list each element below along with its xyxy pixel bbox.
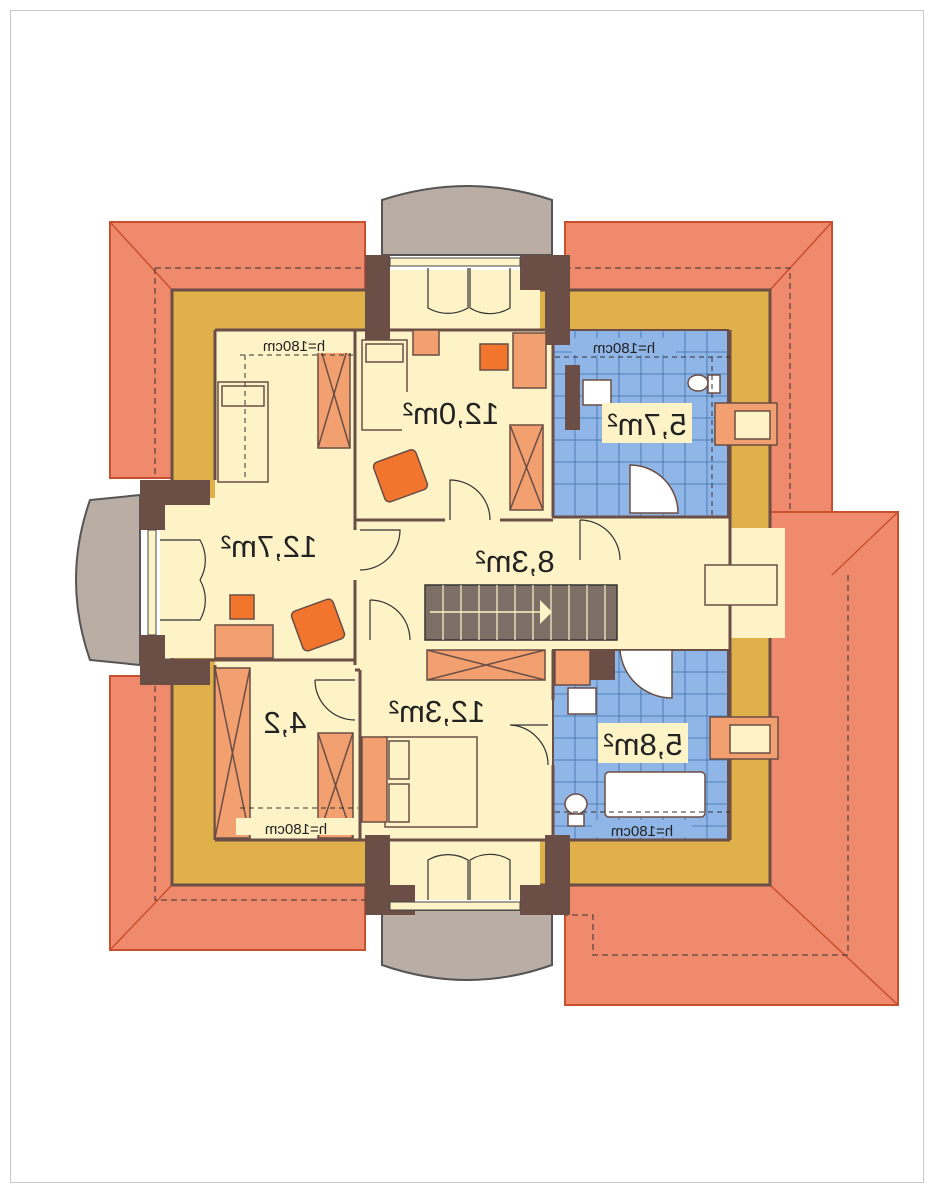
- height-marks: h=180cm h=180cm h=180cm h=180cm: [236, 336, 692, 840]
- height-mark-bottom-right: h=180cm: [611, 823, 673, 840]
- door-bath-top: [579, 519, 621, 561]
- label-bath-bottom: 5,8m²: [603, 727, 682, 762]
- door-balcony-left: [160, 539, 206, 581]
- shower-top: [629, 464, 679, 514]
- toilet-bottom: [564, 793, 588, 815]
- door-balcony-top: [427, 268, 469, 314]
- chimneys: [704, 402, 779, 760]
- label-bedroom-top: 12,0m²: [403, 396, 499, 431]
- chair-left: [290, 598, 346, 652]
- door-closet: [369, 599, 411, 641]
- door-bath-bottom: [509, 724, 549, 766]
- height-mark-bottom-left: h=180cm: [265, 821, 327, 838]
- toilet-top: [687, 374, 709, 392]
- height-mark-top-left: h=180cm: [263, 338, 325, 355]
- shower-bottom: [619, 649, 673, 699]
- height-lines: [240, 354, 730, 813]
- sink-top: [582, 379, 612, 406]
- doors: [160, 268, 621, 900]
- label-bedroom-bottom: 12,3m²: [389, 694, 485, 729]
- sink-bottom: [567, 687, 597, 715]
- desk-left: [214, 624, 274, 659]
- walls: [140, 255, 615, 915]
- door-balcony-bottom: [427, 854, 469, 900]
- door-bedroom-top: [449, 479, 491, 521]
- label-bath-top: 5,7m²: [607, 407, 686, 442]
- bay-left: [75, 493, 141, 667]
- height-mark-top-right: h=180cm: [593, 340, 655, 357]
- windows: [147, 257, 521, 911]
- label-bedroom-left: 12,7m²: [221, 529, 317, 564]
- bay-bottom: [381, 909, 553, 981]
- bay-windows: [75, 185, 553, 981]
- room-labels: 12,0m² 12,7m² 8,3m² 12,3m² 5,7m² 5,8m² 4…: [218, 392, 692, 763]
- bay-top: [381, 185, 553, 256]
- desk-top: [512, 332, 547, 389]
- label-closet: 4,2: [263, 705, 306, 740]
- chair-top: [372, 449, 429, 503]
- door-bedroom-left: [359, 529, 401, 571]
- roof-hip-lines: [109, 221, 899, 1006]
- bathtub: [604, 771, 706, 818]
- roof-dashed-lines: [154, 267, 849, 956]
- stairs: [424, 584, 618, 641]
- label-hall: 8,3m²: [475, 544, 554, 579]
- door-closet-small: [314, 679, 356, 721]
